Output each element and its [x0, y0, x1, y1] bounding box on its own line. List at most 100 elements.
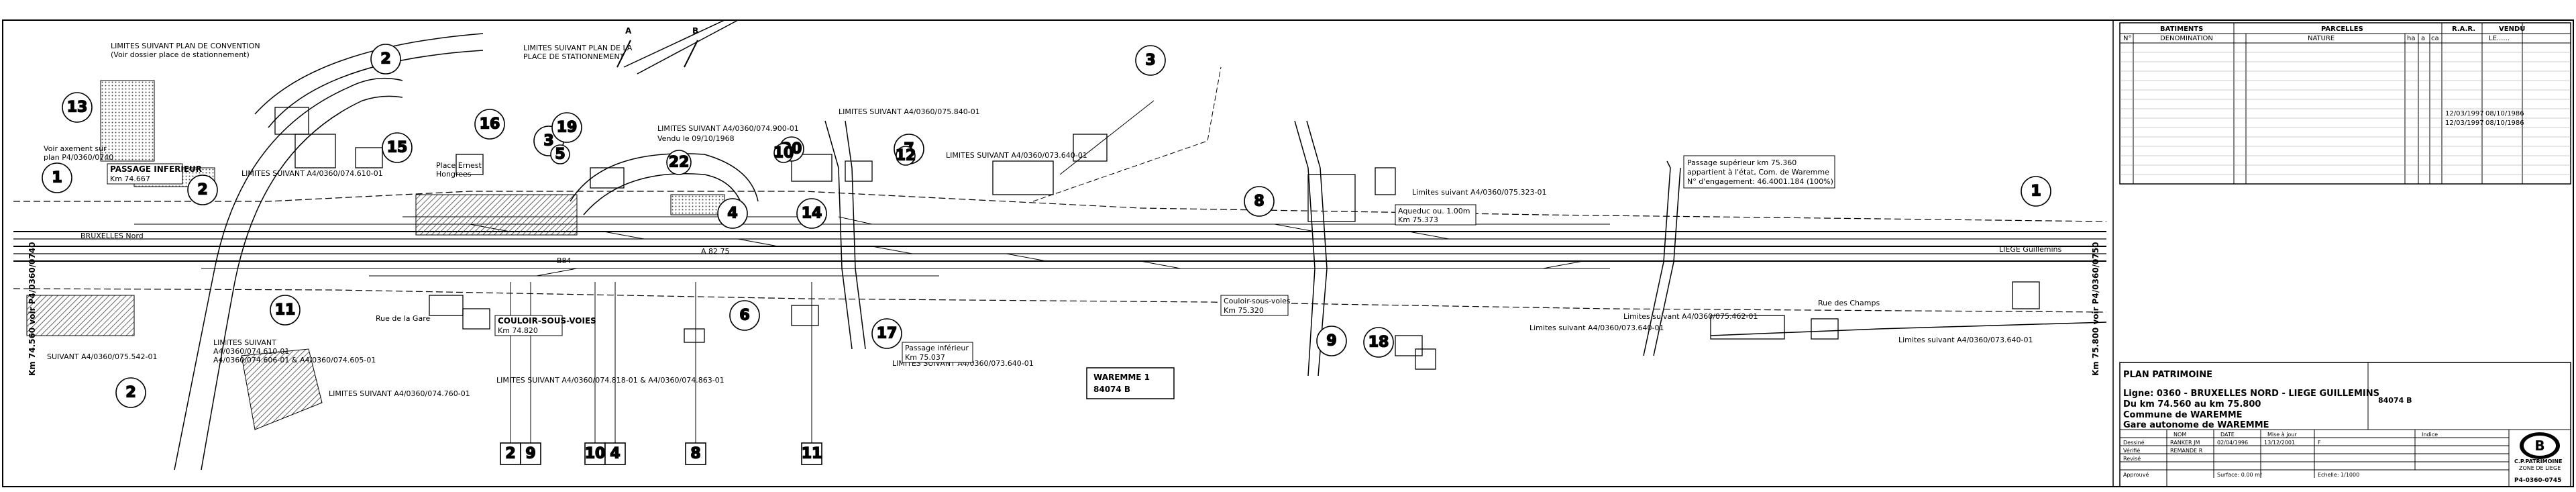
svg-text:Km 75.320: Km 75.320	[1224, 306, 1264, 315]
svg-text:(Voir dossier place de station: (Voir dossier place de stationnement)	[111, 50, 250, 59]
svg-text:WAREMME 1: WAREMME 1	[1093, 373, 1150, 382]
svg-text:LIMITES SUIVANT A4/0360/073.64: LIMITES SUIVANT A4/0360/073.640-01	[946, 151, 1087, 160]
svg-text:Limites suivant A4/0360/073.64: Limites suivant A4/0360/073.640-01	[1898, 336, 2033, 344]
svg-text:Place Ernest: Place Ernest	[436, 161, 482, 170]
svg-text:plan P4/0360/0740: plan P4/0360/0740	[44, 153, 113, 162]
svg-text:Commune de WAREMME: Commune de WAREMME	[2123, 410, 2243, 420]
svg-text:9: 9	[525, 446, 535, 462]
svg-text:LIMITES SUIVANT PLAN DE CONVEN: LIMITES SUIVANT PLAN DE CONVENTION	[111, 42, 260, 50]
circle-1-right: 1	[2021, 176, 2051, 207]
svg-text:84074 B: 84074 B	[1093, 385, 1130, 394]
svg-text:SUIVANT A4/0360/075.542-01: SUIVANT A4/0360/075.542-01	[47, 352, 157, 361]
box-9: 9	[520, 442, 541, 465]
svg-text:B: B	[2534, 438, 2544, 454]
svg-text:LE......: LE......	[2489, 35, 2510, 42]
svg-text:REMANDE R: REMANDE R	[2170, 448, 2203, 454]
svg-text:2: 2	[505, 446, 515, 462]
svg-text:16: 16	[480, 116, 500, 133]
svg-text:Aqueduc ou. 1.00m: Aqueduc ou. 1.00m	[1398, 207, 1470, 215]
sncb-logo-icon: B	[2520, 432, 2560, 459]
svg-text:LIMITES SUIVANT A4/0360/074.76: LIMITES SUIVANT A4/0360/074.760-01	[329, 389, 470, 398]
reference-circles: 1 2 13 2 15 16 3 19 22 20 10 4 14 7 3 8 …	[42, 44, 2051, 408]
svg-text:Rue des Champs: Rue des Champs	[1818, 299, 1880, 307]
circle-9: 9	[1316, 326, 1347, 356]
svg-text:ZONE DE LIEGE: ZONE DE LIEGE	[2519, 465, 2561, 471]
svg-text:10: 10	[773, 145, 794, 162]
svg-text:08/10/1986: 08/10/1986	[2485, 110, 2524, 117]
svg-text:R.A.R.: R.A.R.	[2452, 26, 2475, 33]
circle-15: 15	[382, 132, 413, 163]
svg-text:N° d'engagement: 46.4001.184 (: N° d'engagement: 46.4001.184 (100%)	[1687, 177, 1833, 186]
km-end-label: Km 75.800 voir P4/0360/0750	[2091, 242, 2100, 376]
svg-text:22: 22	[669, 154, 690, 171]
svg-text:NATURE: NATURE	[2308, 35, 2334, 42]
svg-text:Approuvé: Approuvé	[2123, 471, 2149, 478]
sheet-frame	[2, 19, 2574, 487]
svg-text:A4/0360/074.606-01 & A4/0360/0: A4/0360/074.606-01 & A4/0360/074.605-01	[213, 356, 376, 364]
svg-text:DATE: DATE	[2220, 432, 2235, 438]
svg-text:LIEGE Guillemins: LIEGE Guillemins	[1999, 245, 2061, 254]
box-2: 2	[500, 442, 521, 465]
svg-text:15: 15	[387, 140, 408, 156]
svg-text:BATIMENTS: BATIMENTS	[2160, 26, 2203, 33]
svg-text:Hongrees: Hongrees	[436, 170, 472, 179]
svg-text:appartient à l'état, Com. de W: appartient à l'état, Com. de Waremme	[1687, 168, 1829, 177]
svg-text:Echelle: 1/1000: Echelle: 1/1000	[2318, 472, 2359, 478]
circle-6: 6	[729, 300, 760, 331]
svg-text:Dessiné: Dessiné	[2123, 439, 2145, 446]
railway-tracks	[13, 66, 2107, 313]
title-block-main	[2119, 362, 2571, 487]
svg-text:C.P.PATRIMOINE: C.P.PATRIMOINE	[2514, 458, 2563, 464]
svg-text:Km 74.667: Km 74.667	[110, 175, 150, 183]
svg-text:LIMITES SUIVANT A4/0360/075.84: LIMITES SUIVANT A4/0360/075.840-01	[839, 107, 980, 116]
svg-text:LIMITES SUIVANT: LIMITES SUIVANT	[213, 338, 276, 347]
svg-text:Rue de la Gare: Rue de la Gare	[376, 314, 430, 323]
svg-text:1: 1	[2031, 183, 2041, 200]
svg-text:RANKER JM: RANKER JM	[2170, 440, 2200, 446]
circle-19: 19	[551, 112, 582, 143]
svg-text:12: 12	[896, 148, 916, 164]
svg-text:6: 6	[739, 307, 749, 324]
svg-text:3: 3	[543, 133, 553, 150]
circle-3-right: 3	[1135, 45, 1166, 76]
annotations: LIMITES SUIVANT PLAN DE CONVENTION (Voir…	[44, 42, 2061, 399]
svg-text:LIMITES SUIVANT A4/0360/074.61: LIMITES SUIVANT A4/0360/074.610-01	[241, 169, 383, 178]
svg-text:Ligne: 0360 - BRUXELLES NORD -: Ligne: 0360 - BRUXELLES NORD - LIEGE GUI…	[2123, 389, 2379, 399]
circle-12: 12	[895, 146, 916, 166]
buildings	[274, 107, 2040, 370]
title-block-main-text: PLAN PATRIMOINE Ligne: 0360 - BRUXELLES …	[2123, 370, 2563, 484]
svg-text:1: 1	[52, 170, 62, 187]
svg-text:2: 2	[380, 51, 390, 68]
svg-text:A: A	[625, 26, 632, 36]
svg-text:08/10/1986: 08/10/1986	[2485, 119, 2524, 127]
svg-text:Passage inférieur: Passage inférieur	[905, 344, 969, 352]
svg-text:Vendu le 09/10/1968: Vendu le 09/10/1968	[657, 134, 735, 143]
box-10: 10	[584, 442, 606, 465]
svg-text:COULOIR-SOUS-VOIES: COULOIR-SOUS-VOIES	[498, 316, 596, 326]
svg-text:13/12/2001: 13/12/2001	[2264, 440, 2295, 446]
svg-text:10: 10	[585, 446, 606, 462]
circle-10: 10	[773, 143, 794, 163]
svg-text:17: 17	[877, 326, 898, 342]
svg-text:Indice: Indice	[2422, 432, 2438, 438]
svg-text:PLACE DE STATIONNEMENT: PLACE DE STATIONNEMENT	[523, 52, 625, 61]
svg-text:11: 11	[802, 446, 822, 462]
svg-text:02/04/1996: 02/04/1996	[2217, 440, 2248, 446]
svg-text:Voir axement sur: Voir axement sur	[44, 144, 107, 153]
svg-text:Passage supérieur km 75.360: Passage supérieur km 75.360	[1687, 158, 1796, 167]
svg-text:2: 2	[197, 182, 207, 199]
svg-text:Km 75.037: Km 75.037	[905, 353, 945, 362]
svg-text:Km 75.373: Km 75.373	[1398, 215, 1438, 224]
svg-text:3: 3	[1145, 52, 1155, 69]
svg-text:11: 11	[275, 302, 296, 319]
svg-text:4: 4	[610, 446, 620, 462]
svg-text:A 82 75: A 82 75	[701, 247, 730, 256]
svg-text:Vérifié: Vérifié	[2123, 447, 2140, 454]
circle-11: 11	[270, 295, 301, 326]
circle-4: 4	[717, 198, 748, 229]
svg-text:ha: ha	[2407, 35, 2415, 42]
roads	[174, 19, 2107, 471]
circle-18: 18	[1363, 327, 1394, 358]
svg-text:B: B	[692, 26, 698, 36]
